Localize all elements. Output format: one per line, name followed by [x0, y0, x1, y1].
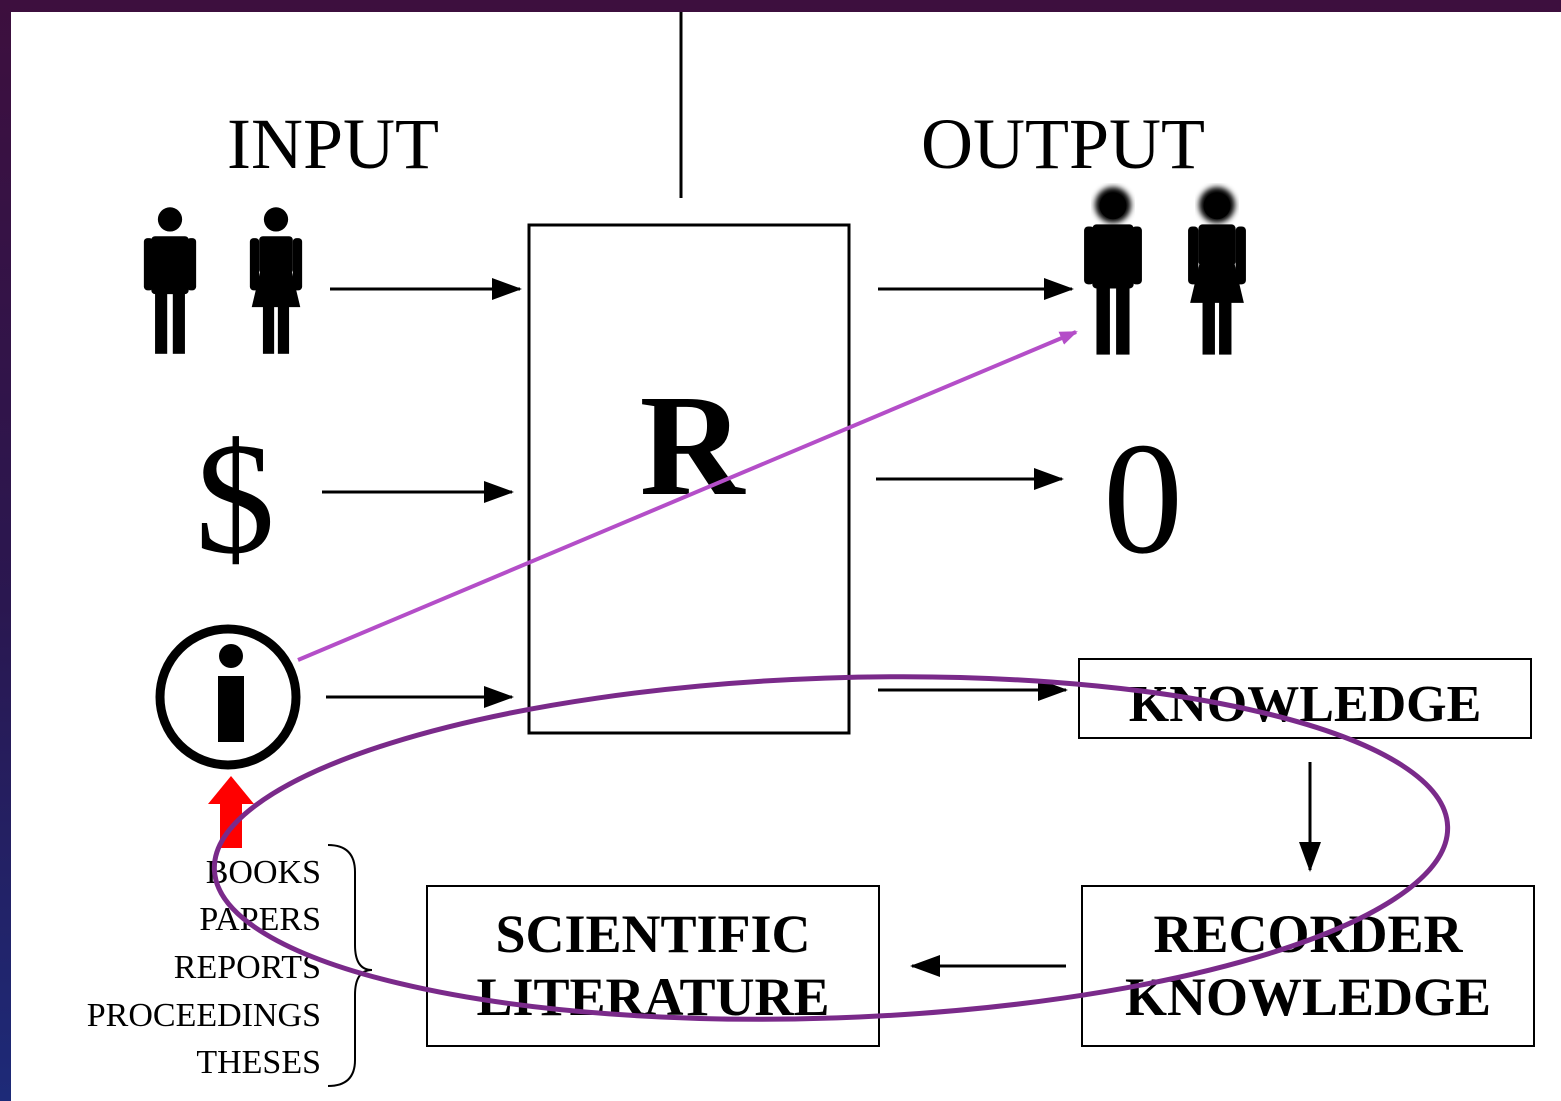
money-symbol: $	[195, 409, 275, 587]
man-woman-icon	[143, 207, 303, 354]
recorder-label-line1: RECORDER	[1153, 904, 1463, 964]
man-woman-icon	[1084, 187, 1246, 355]
recorder-knowledge-box	[1081, 885, 1535, 1047]
sources-brace	[327, 844, 373, 1087]
highlight-ellipse	[211, 674, 1451, 1022]
input-heading: INPUT	[227, 104, 439, 184]
source-item: THESES	[196, 1044, 321, 1081]
output-heading: OUTPUT	[921, 104, 1205, 184]
process-label: R	[640, 366, 746, 526]
info-circle-icon	[155, 624, 301, 770]
sources-list: BOOKS PAPERS REPORTS PROCEEDINGS THESES	[87, 854, 321, 1081]
output-zero: 0	[1103, 409, 1183, 587]
process-box	[527, 223, 851, 735]
source-item: REPORTS	[174, 949, 321, 986]
source-item: BOOKS	[206, 854, 321, 891]
info-to-people-arrow	[297, 330, 1078, 662]
scientific-label-line1: SCIENTIFIC	[495, 904, 810, 964]
source-item: PROCEEDINGS	[87, 997, 321, 1034]
